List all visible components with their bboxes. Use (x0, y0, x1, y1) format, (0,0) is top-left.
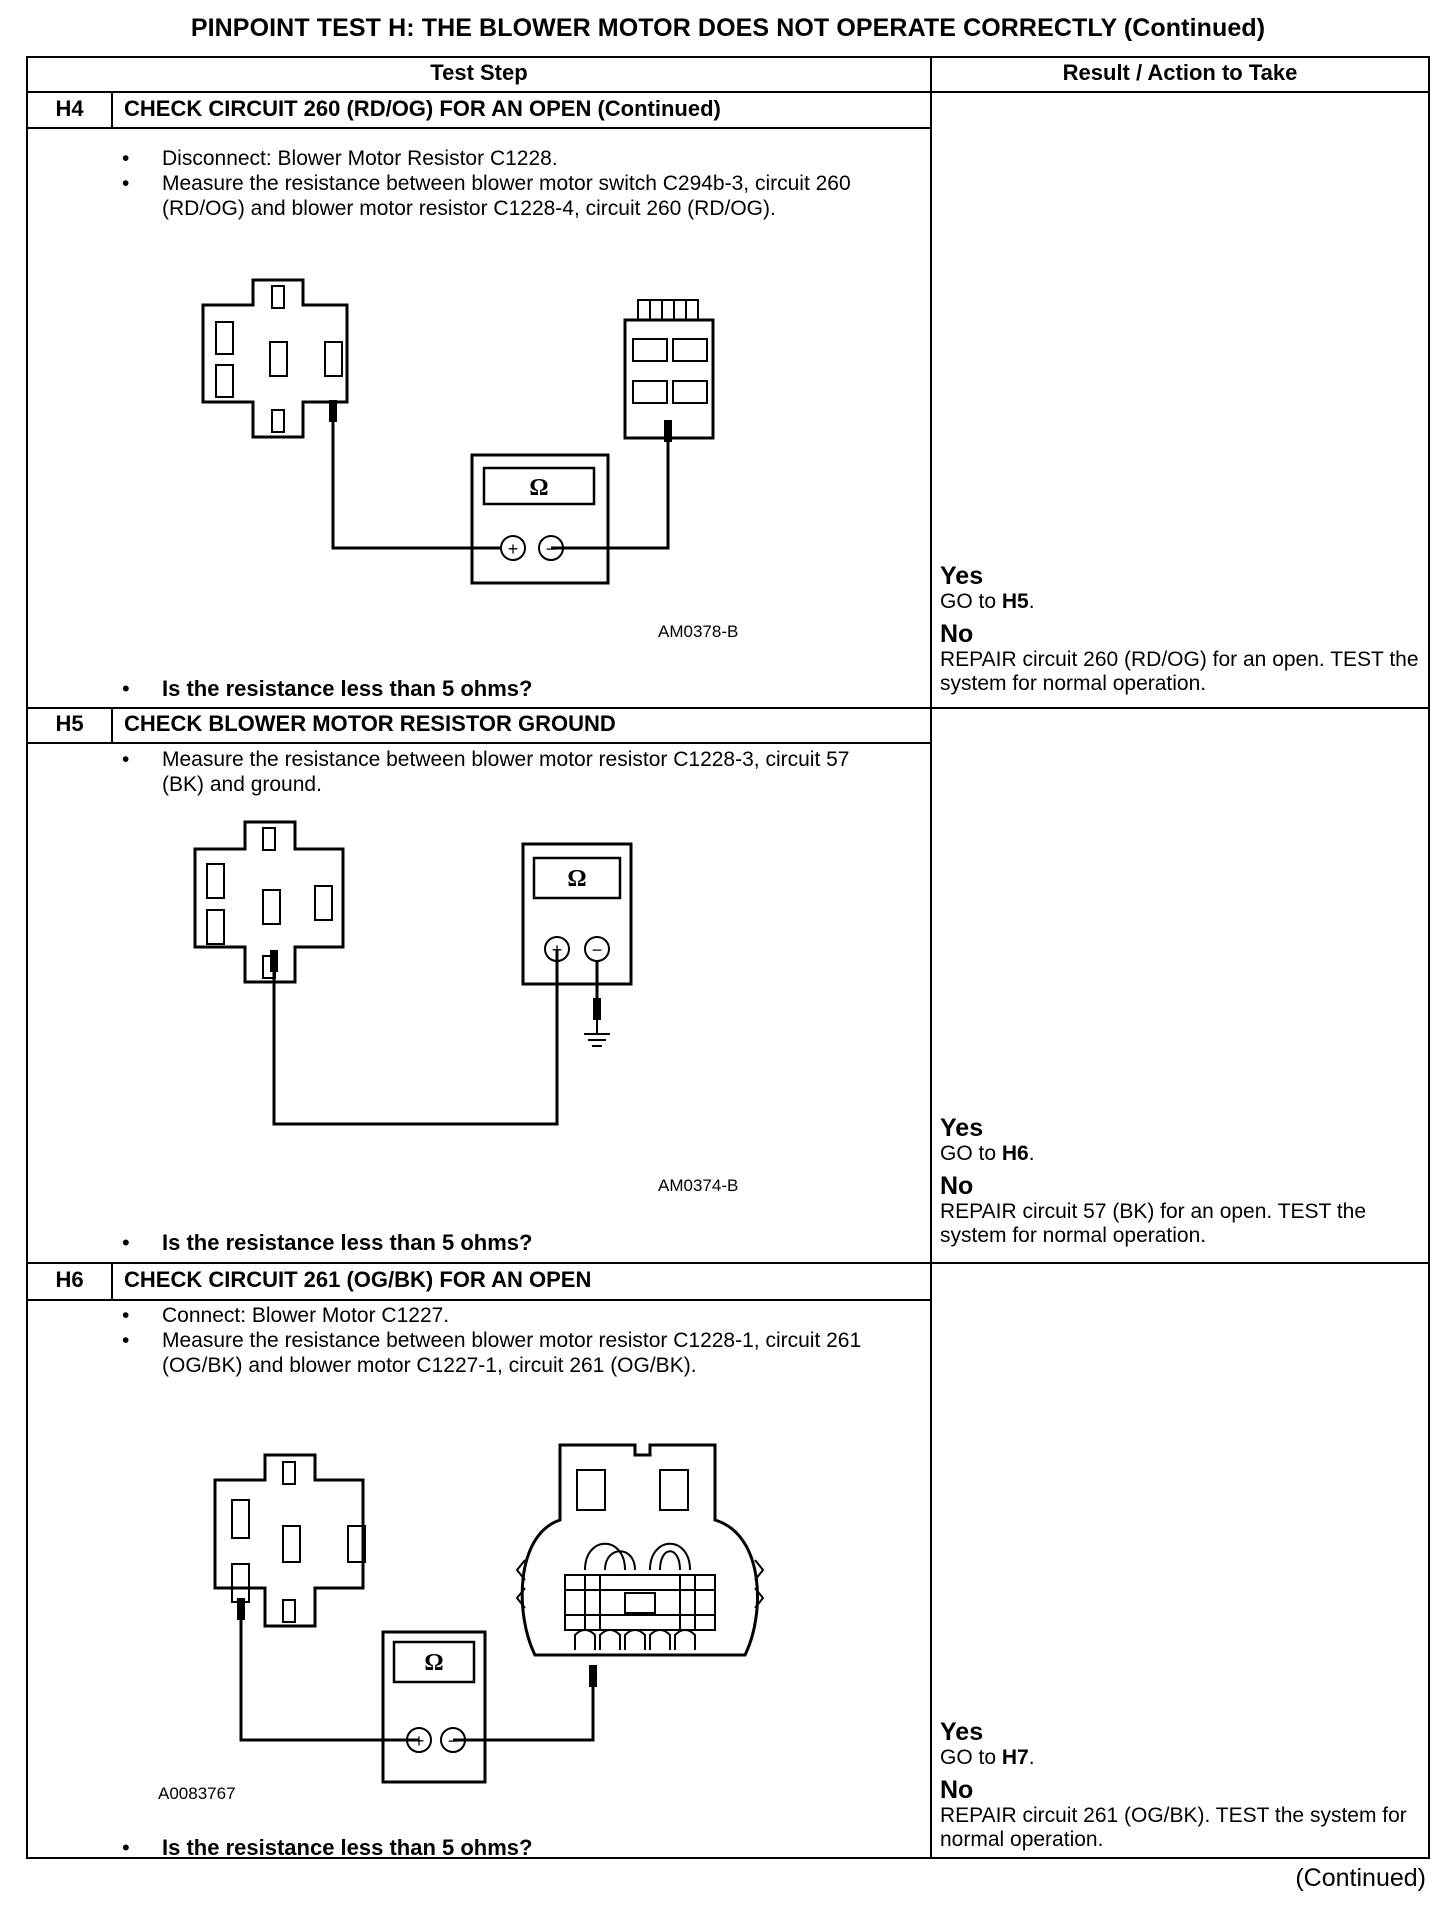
result-yes-label: Yes (940, 1114, 984, 1142)
header-divider (26, 91, 1430, 93)
result-h6: Yes GO to H7. No REPAIR circuit 261 (OG/… (940, 1718, 1430, 1852)
step-question-h5: Is the resistance less than 5 ohms? (122, 1230, 532, 1256)
step-question-h4: Is the resistance less than 5 ohms? (122, 676, 532, 702)
page-title: PINPOINT TEST H: THE BLOWER MOTOR DOES N… (190, 14, 1266, 42)
figure-label-h5: AM0374-B (658, 1176, 739, 1195)
diagram-h6: Ω + − (213, 1443, 765, 1784)
step-bullets-h4: Disconnect: Blower Motor Resistor C1228.… (122, 146, 892, 221)
meter-minus: − (592, 940, 603, 960)
table-border-right (1428, 56, 1430, 1859)
step-bullets-h6: Connect: Blower Motor C1227. Measure the… (122, 1303, 892, 1378)
meter-symbol: Ω (567, 866, 586, 892)
h6-title-underline (26, 1299, 932, 1301)
meter-plus: + (508, 539, 519, 559)
step-title-h4: CHECK CIRCUIT 260 (RD/OG) FOR AN OPEN (C… (124, 96, 721, 121)
header-test-step: Test Step (430, 60, 528, 85)
step-question-h6: Is the resistance less than 5 ohms? (122, 1835, 532, 1861)
result-no-label: No (940, 1776, 974, 1804)
result-yes-action: GO to H6. (940, 1142, 1035, 1165)
result-no-label: No (940, 1172, 974, 1200)
meter-minus: − (546, 539, 557, 559)
meter-symbol: Ω (424, 1650, 443, 1676)
result-yes-target: H7 (1001, 1746, 1029, 1769)
result-yes-action: GO to H5. (940, 590, 1035, 613)
result-yes-target: H6 (1001, 1142, 1029, 1165)
result-no-action: REPAIR circuit 261 (OG/BK). TEST the sys… (940, 1804, 1407, 1851)
result-yes-action: GO to H7. (940, 1746, 1035, 1769)
table-border-bottom (26, 1857, 1430, 1859)
result-yes-target: H5 (1001, 590, 1029, 613)
h4-h5-divider (26, 707, 1430, 709)
header-result-action: Result / Action to Take (1062, 60, 1298, 85)
result-h4: Yes GO to H5. No REPAIR circuit 260 (RD/… (940, 562, 1430, 696)
h5-code-divider (111, 707, 113, 744)
result-h5: Yes GO to H6. No REPAIR circuit 57 (BK) … (940, 1114, 1430, 1248)
bullet-item: Measure the resistance between blower mo… (122, 171, 892, 221)
step-code-h6: H6 (55, 1267, 84, 1292)
bullet-item: Measure the resistance between blower mo… (122, 747, 892, 797)
step-code-h4: H4 (55, 96, 84, 121)
result-no-action: REPAIR circuit 57 (BK) for an open. TEST… (940, 1200, 1367, 1247)
step-title-h6: CHECK CIRCUIT 261 (OG/BK) FOR AN OPEN (124, 1267, 592, 1292)
continued-note: (Continued) (1295, 1864, 1426, 1892)
meter-minus: − (448, 1731, 459, 1751)
h4-title-underline (26, 127, 932, 129)
h5-title-underline (26, 742, 932, 744)
figure-label-h6: A0083767 (158, 1784, 236, 1803)
diagram-h5: Ω + − (193, 820, 633, 1126)
table-border-top (26, 56, 1430, 58)
result-yes-label: Yes (940, 562, 984, 590)
column-divider (930, 56, 932, 1859)
bullet-item: Measure the resistance between blower mo… (122, 1328, 892, 1378)
bullet-item: Disconnect: Blower Motor Resistor C1228. (122, 146, 892, 171)
meter-symbol: Ω (529, 475, 548, 501)
result-no-action: REPAIR circuit 260 (RD/OG) for an open. … (940, 648, 1419, 695)
h6-code-divider (111, 1262, 113, 1301)
h4-code-divider (111, 91, 113, 129)
h5-h6-divider (26, 1262, 1430, 1264)
result-no-label: No (940, 620, 974, 648)
result-yes-label: Yes (940, 1718, 984, 1746)
figure-label-h4: AM0378-B (658, 622, 739, 641)
step-code-h5: H5 (55, 711, 84, 736)
step-bullets-h5: Measure the resistance between blower mo… (122, 747, 892, 797)
meter-plus: + (552, 940, 563, 960)
meter-plus: + (414, 1731, 425, 1751)
step-title-h5: CHECK BLOWER MOTOR RESISTOR GROUND (124, 711, 616, 736)
table-border-left (26, 56, 28, 1859)
diagram-h4: Ω + − (201, 278, 715, 585)
bullet-item: Connect: Blower Motor C1227. (122, 1303, 892, 1328)
